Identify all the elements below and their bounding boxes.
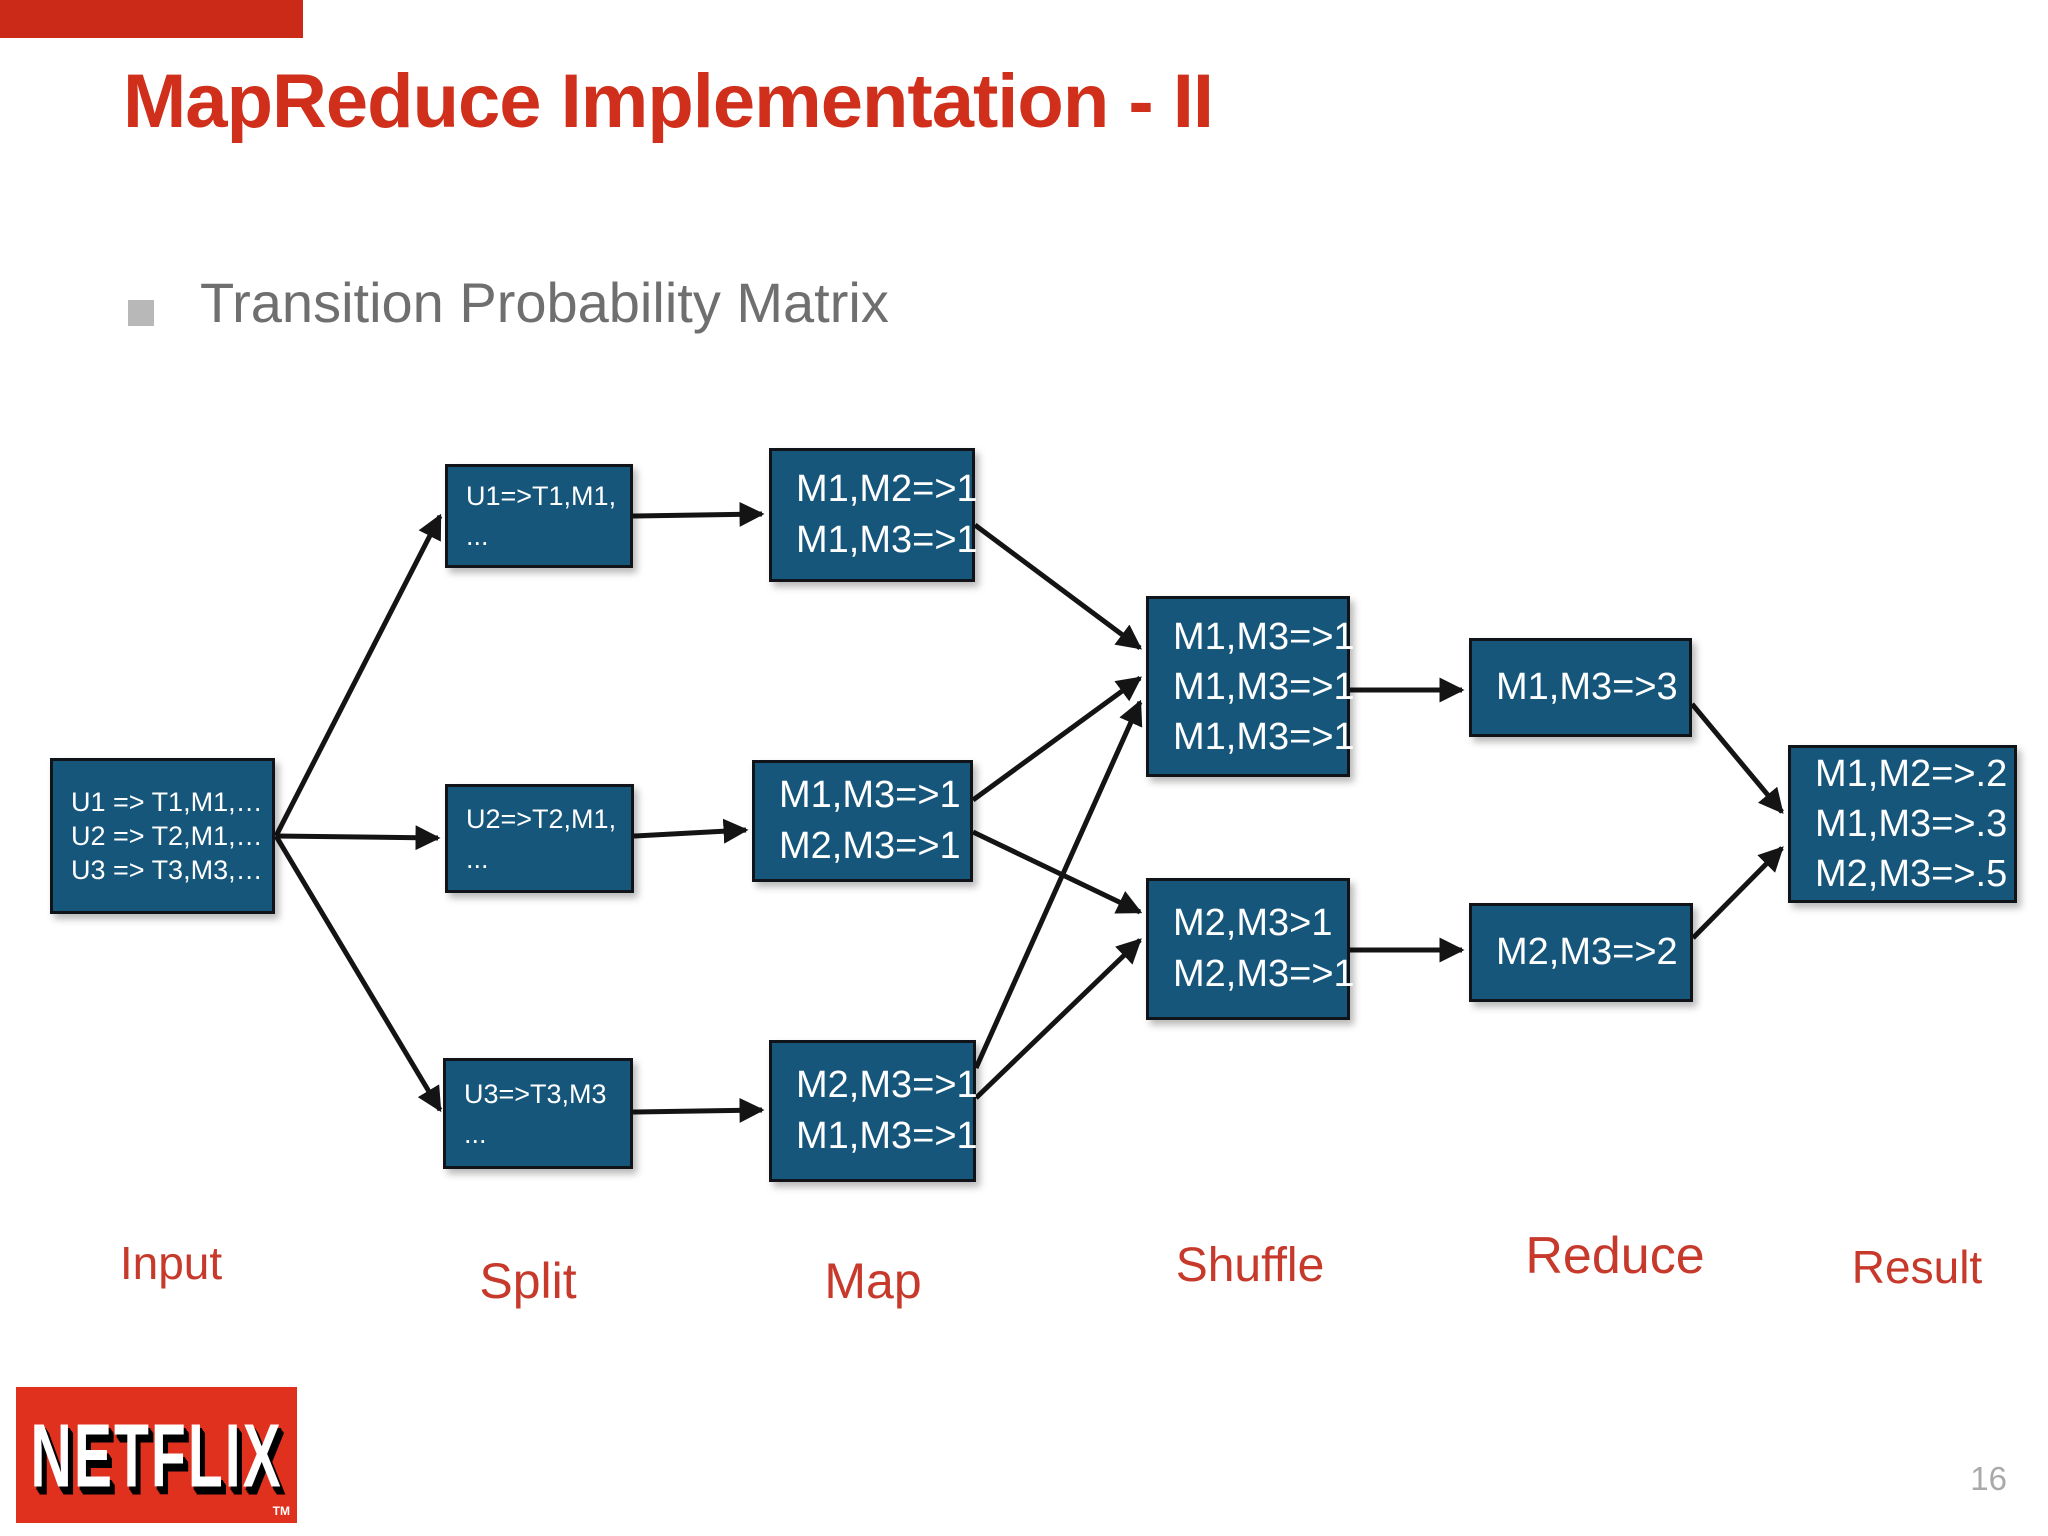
node-line: ...	[466, 843, 489, 874]
stage-label-split: Split	[479, 1253, 577, 1309]
node-line: M2,M3=>.5	[1815, 853, 2008, 895]
stage-label-input: Input	[119, 1237, 223, 1289]
node-line: M1,M3=>3	[1496, 666, 1678, 708]
node-shuffle-1: M1,M3=>1 M1,M3=>1 M1,M3=>1	[1146, 596, 1355, 777]
corner-accent-bar	[0, 0, 303, 38]
node-input: U1 => T1,M1,… U2 => T2,M1,… U3 => T3,M3,…	[50, 758, 275, 914]
node-line: M1,M3=>1	[796, 519, 978, 561]
node-line: M2,M3>1	[1173, 902, 1333, 944]
netflix-logo-text: NETFLIX	[30, 1404, 283, 1506]
node-line: M1,M3=>1	[796, 1115, 978, 1157]
node-reduce-2: M2,M3=>2	[1469, 903, 1693, 1002]
netflix-logo: NETFLIX TM	[16, 1387, 297, 1523]
netflix-trademark: TM	[272, 1504, 290, 1518]
node-line: U3 => T3,M3,…	[71, 855, 263, 885]
page-number: 16	[1970, 1460, 2007, 1497]
node-line: M1,M2=>.2	[1815, 753, 2008, 795]
stage-label-shuffle: Shuffle	[1175, 1239, 1325, 1292]
node-line: U2 => T2,M1,…	[71, 821, 263, 851]
stage-label-reduce: Reduce	[1525, 1227, 1705, 1285]
node-line: M1,M3=>.3	[1815, 803, 2008, 845]
node-result: M1,M2=>.2 M1,M3=>.3 M2,M3=>.5	[1788, 745, 2017, 903]
node-line: U1 => T1,M1,…	[71, 787, 263, 817]
stage-label-result: Result	[1851, 1241, 1983, 1293]
node-line: ...	[464, 1118, 487, 1149]
node-map-2: M1,M3=>1 M2,M3=>1	[752, 760, 973, 882]
stage-label-map: Map	[824, 1253, 922, 1309]
node-split-2: U2=>T2,M1, ...	[445, 784, 634, 893]
node-line: M1,M3=>1	[1173, 615, 1355, 658]
node-line: U3=>T3,M3	[464, 1078, 607, 1109]
bullet-square-icon	[128, 300, 154, 326]
node-map-3: M2,M3=>1 M1,M3=>1	[769, 1040, 978, 1182]
node-line: U2=>T2,M1,	[466, 803, 617, 834]
node-line: M2,M3=>2	[1496, 931, 1678, 973]
node-line: U1=>T1,M1,	[466, 481, 617, 511]
node-line: M1,M2=>1	[796, 468, 978, 510]
node-reduce-1: M1,M3=>3	[1469, 638, 1692, 737]
node-line: ...	[466, 521, 489, 551]
node-line: M1,M3=>1	[1173, 715, 1355, 758]
node-line: M1,M3=>1	[1173, 665, 1355, 708]
node-shuffle-2: M2,M3>1 M2,M3=>1	[1146, 878, 1355, 1020]
node-split-3: U3=>T3,M3 ...	[443, 1058, 633, 1169]
node-line: M1,M3=>1	[779, 774, 961, 816]
node-line: M2,M3=>1	[1173, 953, 1355, 995]
page-title: MapReduce Implementation - II	[123, 59, 1214, 144]
node-line: M2,M3=>1	[796, 1064, 978, 1106]
node-line: M2,M3=>1	[779, 825, 961, 867]
bullet-text: Transition Probability Matrix	[200, 271, 889, 334]
node-split-1: U1=>T1,M1, ...	[445, 464, 633, 568]
node-map-1: M1,M2=>1 M1,M3=>1	[769, 448, 978, 582]
